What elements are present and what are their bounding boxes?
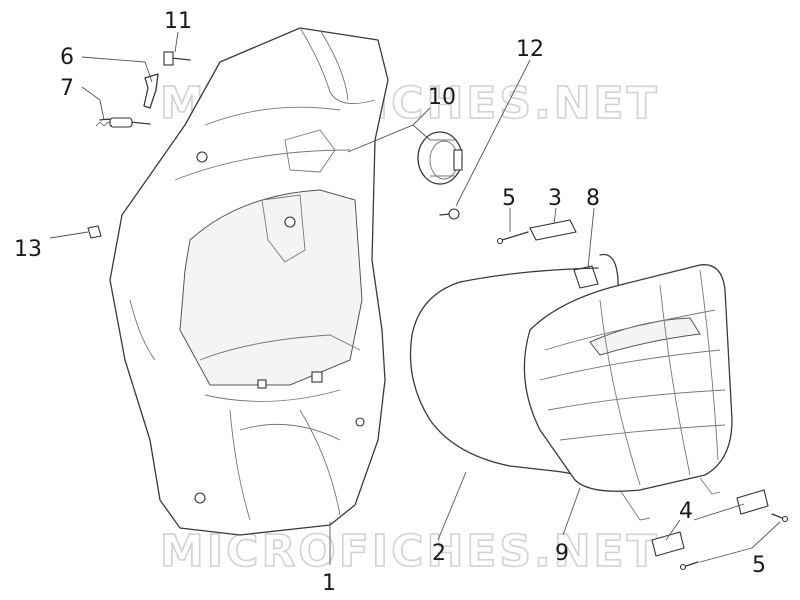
- part-3-8-bracket: [496, 219, 599, 289]
- leader-lines: [49, 31, 781, 565]
- part-13-clip: [87, 225, 102, 239]
- part-12-screw: [439, 208, 460, 220]
- part-9-glove-box: [523, 264, 733, 521]
- callout-12: 12: [516, 37, 544, 62]
- part-11-screw: [163, 51, 191, 66]
- callout-1: 1: [322, 571, 336, 596]
- callout-10: 10: [428, 85, 456, 110]
- callout-6: 6: [60, 45, 74, 70]
- callout-3: 3: [548, 186, 562, 211]
- part-4-5-hinges: [651, 489, 789, 571]
- callout-13: 13: [14, 237, 42, 262]
- callout-2: 2: [432, 541, 446, 566]
- part-6-7-latch: [95, 73, 159, 128]
- callout-5-bottom: 5: [752, 553, 766, 578]
- callout-4: 4: [679, 499, 693, 524]
- callout-5-top: 5: [502, 186, 516, 211]
- part-10-cap: [417, 131, 463, 185]
- callout-9: 9: [555, 541, 569, 566]
- callout-7: 7: [60, 76, 74, 101]
- callout-11: 11: [164, 9, 192, 34]
- part-1-leg-shield: [109, 27, 389, 536]
- callout-8: 8: [586, 186, 600, 211]
